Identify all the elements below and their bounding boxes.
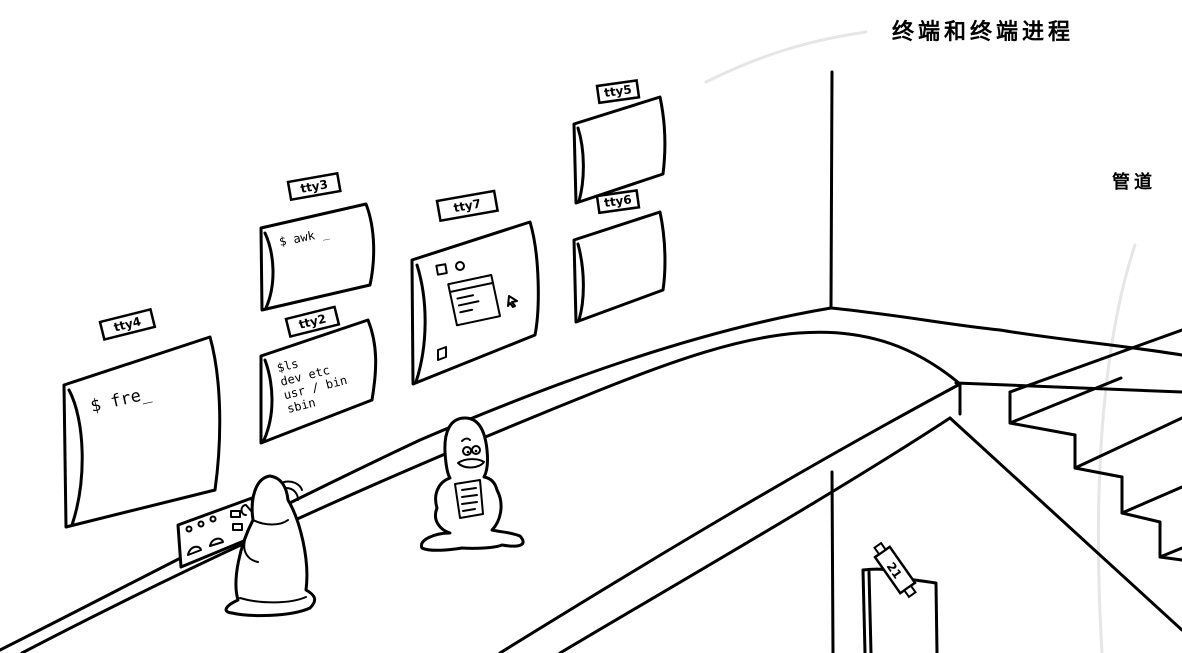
svg-text:tty7: tty7 <box>452 197 482 216</box>
desktop-icon-circle[interactable] <box>455 261 465 271</box>
desktop-window[interactable] <box>447 274 502 327</box>
terminal-tty2[interactable]: tty2 $ls dev etc usr / bin sbin <box>259 305 378 445</box>
mouse-cursor-icon <box>507 295 518 308</box>
paper-sheet <box>454 479 484 519</box>
terminal-label-tty3: tty3 <box>286 171 342 202</box>
staircase <box>1008 328 1182 562</box>
title-label: 终端和终端进程 <box>892 20 1075 45</box>
svg-text:$ls: $ls <box>275 356 299 375</box>
desktop-icon-square[interactable] <box>435 263 448 276</box>
svg-text:tty5: tty5 <box>603 82 632 100</box>
door[interactable]: 21 <box>861 540 939 653</box>
terminal-tty5[interactable]: tty5 <box>572 79 667 205</box>
terminal-label-tty2: tty2 <box>284 305 341 338</box>
room-structure <box>0 70 1182 653</box>
svg-text:tty4: tty4 <box>112 314 142 334</box>
door-number-tag: 21 <box>873 541 917 599</box>
terminal-tty4[interactable]: tty4 $ fre_ <box>62 307 222 529</box>
terminal-label-tty5: tty5 <box>595 79 641 105</box>
svg-text:tty3: tty3 <box>299 177 329 196</box>
pipe-label: 管道 <box>1112 172 1156 193</box>
terminal-tty7[interactable]: tty7 <box>410 189 540 386</box>
svg-text:tty6: tty6 <box>603 192 632 210</box>
terminal-tty3[interactable]: tty3 $ awk _ <box>259 171 376 312</box>
svg-text:sbin: sbin <box>286 395 317 416</box>
terminal-label-tty7: tty7 <box>435 189 500 223</box>
terminal-label-tty6: tty6 <box>595 189 641 215</box>
penguin-reader <box>419 416 525 552</box>
desktop-icon-file[interactable] <box>437 346 447 361</box>
terminal-label-tty4: tty4 <box>98 307 157 341</box>
terminal-tty6[interactable]: tty6 <box>572 189 667 324</box>
svg-text:tty2: tty2 <box>297 312 327 332</box>
title-guide-line <box>704 30 868 84</box>
pipe-guide-line <box>1096 243 1137 653</box>
penguin-operator <box>224 474 317 618</box>
